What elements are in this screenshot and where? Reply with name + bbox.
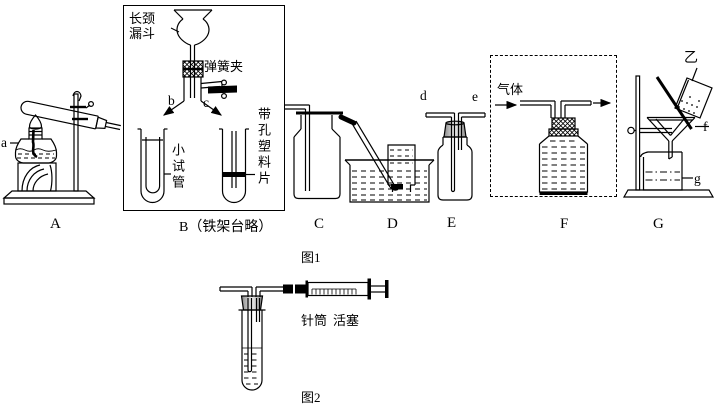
bottle: [437, 136, 473, 201]
glass-rod: [655, 76, 693, 130]
apparatus-d-water-trough: [338, 114, 435, 203]
pour-beaker-label: 乙: [684, 51, 698, 66]
iron-stand: [2, 90, 96, 205]
apparatus-g-filtration: [622, 67, 715, 198]
caption-e: E: [447, 215, 457, 231]
stopper-hatched: [551, 117, 576, 130]
left-bent-tube: [219, 286, 253, 297]
rubber-stopper-hatched: [182, 60, 204, 78]
caption-a: A: [50, 216, 61, 232]
apparatus-a-heating-setup: [2, 90, 121, 205]
right-bent-tube: [255, 286, 283, 297]
caption-f: F: [560, 216, 569, 232]
left-test-tube: [137, 128, 171, 204]
long-neck-funnel: [170, 9, 213, 98]
funnel: [646, 116, 696, 160]
figure1-caption: 图1: [301, 250, 321, 265]
wood-block: [17, 162, 57, 192]
caption-c: C: [314, 216, 325, 232]
test-tube: [20, 100, 121, 131]
port-label-a: a: [1, 135, 7, 150]
water-dashes: [352, 170, 427, 201]
small-test-tube-label: 小试管: [170, 143, 185, 191]
perforated-plastic-band: [223, 172, 245, 177]
rubber-tip: [338, 114, 357, 126]
tube-mouth-piece: [391, 184, 403, 190]
alcohol-lamp: [10, 114, 58, 164]
bottle-mouth: [548, 128, 579, 137]
yi-pointer: [691, 67, 698, 82]
bottle: [538, 135, 589, 195]
collecting-beaker: [639, 151, 683, 191]
small-test-tube: [145, 137, 161, 194]
apparatus-f-drawing: [495, 98, 612, 195]
port-label-g: g: [694, 171, 701, 186]
port-label-e: e: [472, 89, 478, 104]
outer-tube: [183, 77, 202, 101]
pouring-beaker: [674, 67, 713, 119]
gas-label: 气体: [497, 82, 524, 97]
perforated-plastic-label: 带孔塑料片: [256, 107, 271, 187]
figure2-caption: 图2: [301, 390, 321, 405]
clamp: [70, 100, 94, 121]
stopper: [95, 116, 108, 129]
caption-d: D: [387, 216, 398, 232]
collection-bottle: [387, 144, 416, 192]
right-test-tube: [219, 128, 255, 204]
branch-arrows: [163, 100, 222, 116]
caption-b: B（铁架台略）: [179, 220, 273, 235]
apparatus-f-box: 气体: [490, 55, 617, 197]
port-label-c: c: [203, 95, 209, 110]
apparatus-c-gas-bottle: [285, 104, 343, 200]
liquid-dashes: [542, 140, 585, 190]
piston-label: 活塞: [333, 313, 360, 328]
liquid-dashes: [244, 353, 260, 385]
plunger-cap: [385, 280, 389, 298]
apparatus-b-drawing: [137, 9, 255, 204]
wick: [31, 129, 38, 159]
spring-clamp-icon: [208, 79, 237, 99]
figure2-syringe-test-tube: [219, 278, 389, 391]
port-label-f: f: [703, 119, 708, 134]
port-label-b: b: [168, 93, 175, 108]
syringe: [305, 278, 389, 300]
iron-stand: [622, 75, 715, 198]
flame-icon: [28, 114, 43, 130]
port-label-d: d: [420, 88, 427, 103]
apparatus-e-gas-washing-bottle: [425, 112, 486, 201]
barrel-flange: [367, 278, 371, 300]
syringe-label: 针筒: [301, 313, 328, 328]
test-tube: [238, 298, 266, 391]
rubber-connector: [283, 284, 307, 294]
trough: [344, 159, 435, 203]
apparatus-b-box: 长颈 漏斗 弹簧夹 b c 小试管 带孔塑料片: [123, 5, 285, 211]
funnel-label: 长颈 漏斗: [129, 11, 156, 41]
spring-clamp-label: 弹簧夹: [204, 59, 244, 74]
caption-g: G: [653, 216, 664, 232]
funnel-pointer: [170, 27, 180, 33]
